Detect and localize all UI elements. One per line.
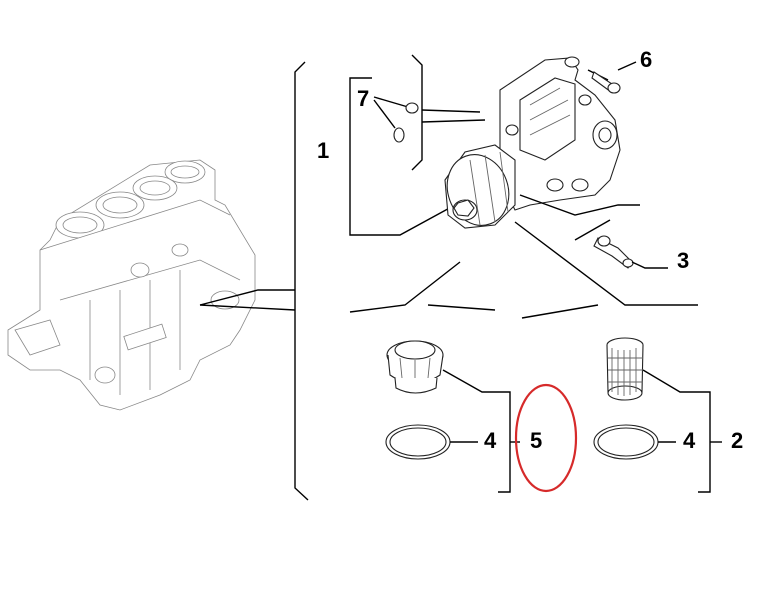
callout-1: 1 — [317, 138, 329, 163]
bracket-cap-5 — [442, 369, 511, 493]
bracket-1 — [349, 77, 456, 236]
leader-7-oring2 — [373, 99, 396, 129]
callout-5: 5 — [530, 428, 542, 453]
engine-leader-2 — [199, 304, 296, 311]
leader-3-top — [574, 219, 611, 241]
filter-cap — [386, 340, 444, 394]
oil-filter-housing — [444, 56, 621, 229]
o-ring-large-left-inner — [389, 427, 447, 457]
filter-element — [606, 337, 644, 401]
leader-7-oring1 — [373, 96, 409, 108]
bolt — [591, 71, 621, 94]
leader-3 — [631, 261, 668, 269]
leader-housing-3 — [519, 194, 640, 216]
engine-block — [7, 159, 256, 411]
callout-4-left: 4 — [484, 428, 497, 453]
leader-7a — [421, 109, 481, 113]
callout-3: 3 — [677, 248, 689, 273]
o-ring-small-1 — [405, 102, 419, 114]
temperature-sensor — [593, 235, 634, 269]
lower-right-top — [521, 304, 599, 319]
callout-2: 2 — [731, 428, 743, 453]
callout-6: 6 — [640, 47, 652, 72]
leader-6b — [617, 61, 637, 71]
leader-7b — [421, 119, 486, 123]
lower-left-top — [349, 261, 461, 313]
engine-leader — [199, 289, 295, 306]
bracket-7 — [411, 54, 423, 171]
o-ring-large-right-inner — [597, 427, 655, 457]
bracket-2 — [642, 369, 711, 493]
callout-4-right: 4 — [683, 428, 696, 453]
lower-left-top-2 — [427, 304, 496, 311]
main-bracket — [294, 61, 309, 501]
o-ring-small-2 — [393, 127, 405, 143]
highlight-circle-5 — [514, 383, 578, 493]
leader-lower-right — [514, 221, 698, 306]
callout-7: 7 — [357, 86, 369, 111]
